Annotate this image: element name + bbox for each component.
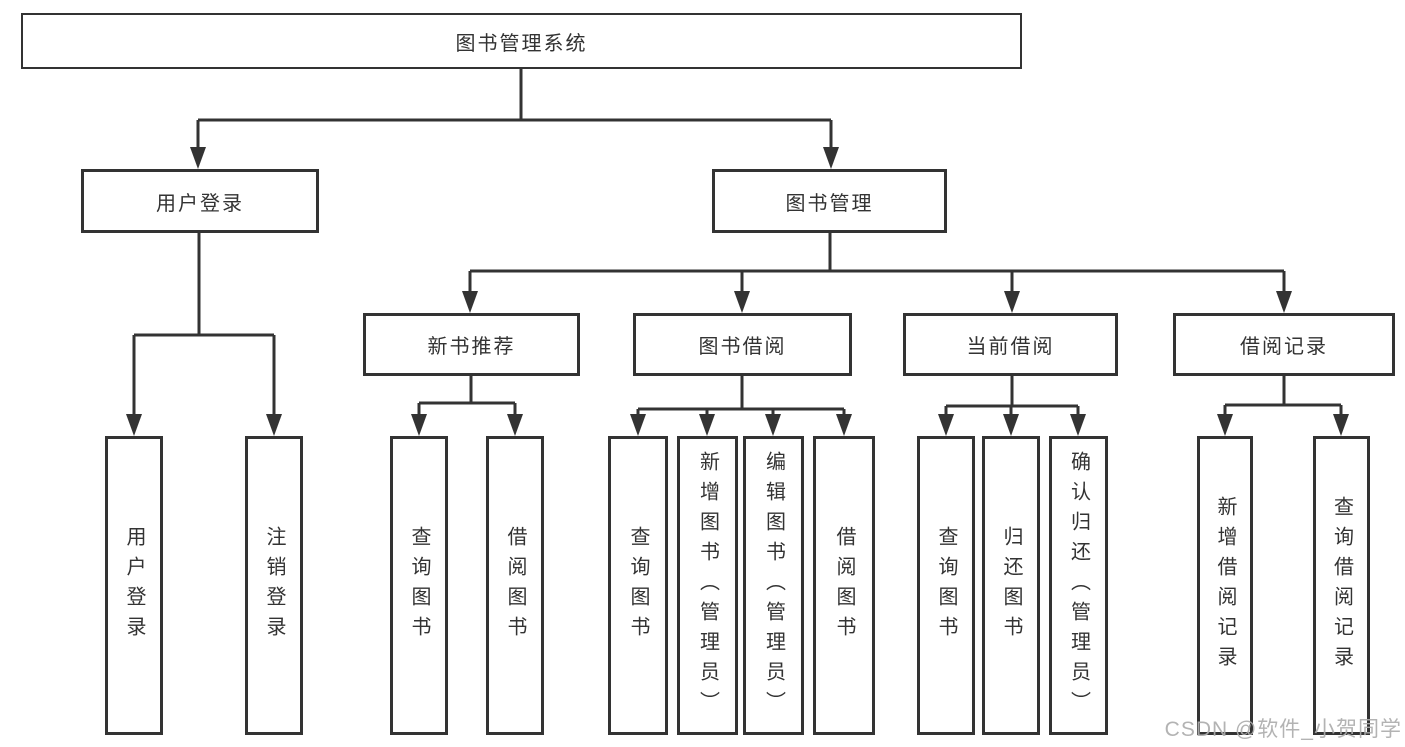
node-label: 图书管理 bbox=[785, 192, 874, 215]
leaf-user-login: 用户登录 bbox=[105, 436, 163, 735]
node-label: 当前借阅 bbox=[966, 336, 1055, 358]
leaf-label: 查询图书 bbox=[627, 525, 649, 646]
leaf-logout: 注销登录 bbox=[245, 436, 303, 735]
leaf-add-books-admin: 新增图书（管理员） bbox=[677, 436, 738, 735]
leaf-borrow-books-recommend: 借阅图书 bbox=[486, 436, 544, 735]
node-library-management-system: 图书管理系统 bbox=[21, 13, 1022, 69]
leaf-label: 新增借阅记录 bbox=[1214, 495, 1236, 676]
node-current-borrow: 当前借阅 bbox=[903, 313, 1118, 376]
leaf-return-books: 归还图书 bbox=[982, 436, 1040, 735]
leaf-label: 编辑图书（管理员） bbox=[762, 450, 785, 721]
leaf-query-books-current: 查询图书 bbox=[917, 436, 975, 735]
node-label: 用户登录 bbox=[156, 192, 244, 215]
leaf-label: 确认归还（管理员） bbox=[1067, 450, 1090, 721]
leaf-add-borrow-record: 新增借阅记录 bbox=[1197, 436, 1253, 735]
leaf-label: 查询图书 bbox=[935, 525, 957, 646]
node-user-login: 用户登录 bbox=[81, 169, 319, 233]
leaf-label: 查询图书 bbox=[408, 525, 430, 646]
leaf-confirm-return-admin: 确认归还（管理员） bbox=[1049, 436, 1108, 735]
node-label: 图书管理系统 bbox=[455, 32, 588, 55]
node-label: 新书推荐 bbox=[427, 336, 516, 358]
node-book-management: 图书管理 bbox=[712, 169, 947, 233]
leaf-label: 新增图书（管理员） bbox=[696, 450, 719, 721]
leaf-label: 借阅图书 bbox=[504, 525, 526, 646]
csdn-watermark: CSDN @软件_小贺同学 bbox=[1164, 718, 1402, 741]
leaf-query-borrow-record: 查询借阅记录 bbox=[1313, 436, 1370, 735]
leaf-query-books-recommend: 查询图书 bbox=[390, 436, 448, 735]
leaf-label: 查询借阅记录 bbox=[1330, 495, 1353, 676]
leaf-query-books-borrow: 查询图书 bbox=[608, 436, 668, 735]
node-book-borrow: 图书借阅 bbox=[633, 313, 852, 376]
leaf-edit-books-admin: 编辑图书（管理员） bbox=[743, 436, 804, 735]
leaf-label: 用户登录 bbox=[123, 525, 145, 646]
node-label: 借阅记录 bbox=[1240, 336, 1328, 358]
leaf-borrow-books: 借阅图书 bbox=[813, 436, 875, 735]
leaf-label: 借阅图书 bbox=[833, 525, 855, 646]
node-new-book-recommend: 新书推荐 bbox=[363, 313, 580, 376]
node-borrow-records: 借阅记录 bbox=[1173, 313, 1395, 376]
leaf-label: 归还图书 bbox=[1000, 525, 1022, 646]
node-label: 图书借阅 bbox=[698, 336, 787, 358]
leaf-label: 注销登录 bbox=[263, 525, 285, 646]
